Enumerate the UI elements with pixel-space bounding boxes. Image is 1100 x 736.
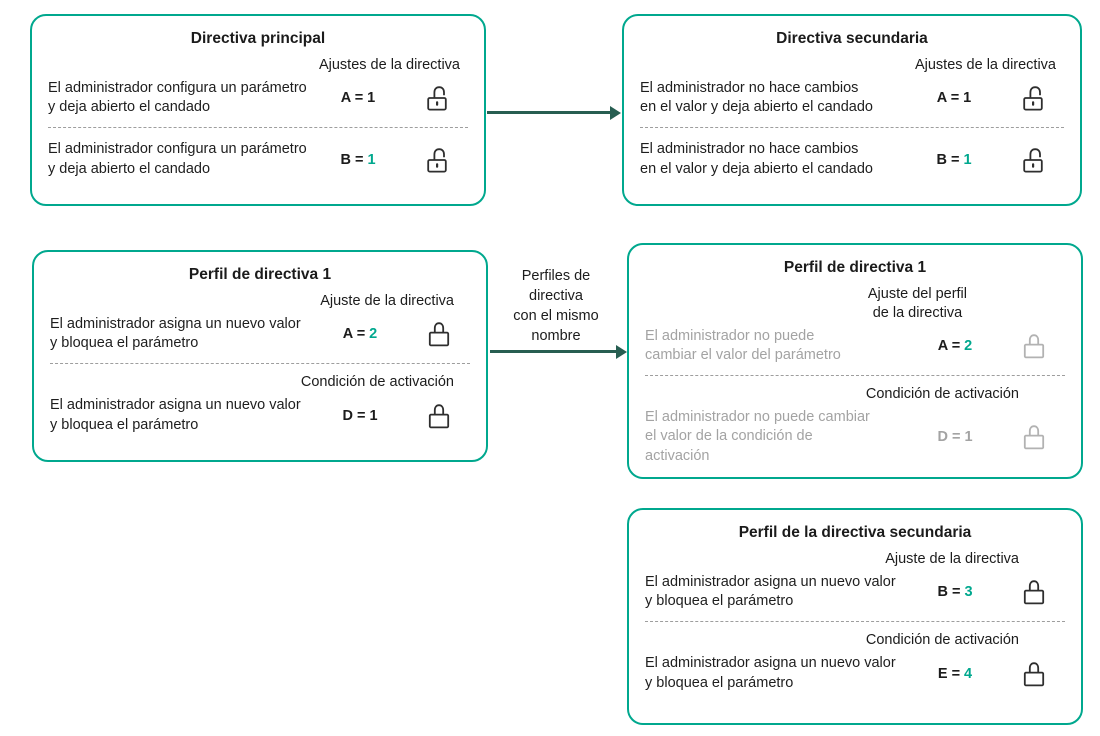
box-perfil-de-directiva-1-heredado: Perfil de directiva 1 Ajuste del perfil … xyxy=(627,243,1083,479)
param-number: 1 xyxy=(367,90,376,107)
setting-row: El administrador asigna un nuevo valor y… xyxy=(645,570,1065,621)
setting-row: El administrador no puede cambiar el val… xyxy=(645,324,1065,375)
section-header: Condición de activación xyxy=(300,374,454,391)
open-padlock-icon xyxy=(1023,86,1043,111)
padlock-icon xyxy=(406,84,468,112)
box-title: Directiva secundaria xyxy=(776,30,928,47)
box-title: Directiva principal xyxy=(190,30,326,47)
setting-value: A =1 xyxy=(906,90,1002,106)
dashed-divider xyxy=(640,127,1064,129)
open-padlock-icon xyxy=(1023,147,1043,173)
section-header: Condición de activación xyxy=(865,386,1019,403)
section-header: Ajustes de la directiva xyxy=(914,57,1056,73)
box-directiva-principal: Directiva principal Ajustes de la direct… xyxy=(30,14,486,206)
param-label: A = xyxy=(342,326,366,343)
box-directiva-secundaria: Directiva secundaria Ajustes de la direc… xyxy=(622,14,1082,206)
arrow-label: Perfiles de directiva con el mismo nombr… xyxy=(513,268,599,344)
setting-row: El administrador asigna un nuevo valor y… xyxy=(50,312,470,363)
param-label: D = xyxy=(937,429,961,446)
setting-row: El administrador no hace cambios en el v… xyxy=(640,76,1064,127)
setting-value: B =3 xyxy=(907,584,1003,600)
setting-description: El administrador no hace cambios en el v… xyxy=(640,141,873,177)
padlock-icon xyxy=(1003,578,1065,606)
box-title: Perfil de la directiva secundaria xyxy=(738,524,972,541)
param-number: 1 xyxy=(964,429,973,446)
param-label: D = xyxy=(342,407,366,424)
param-number: 1 xyxy=(367,151,376,168)
closed-padlock-icon xyxy=(1023,334,1045,359)
section-header: Ajuste del perfil de la directiva xyxy=(867,286,967,321)
setting-row: El administrador configura un parámetro … xyxy=(48,76,468,127)
param-number: 1 xyxy=(963,90,972,107)
box-perfil-de-directiva-1: Perfil de directiva 1 Ajuste de la direc… xyxy=(32,250,488,462)
param-label: B = xyxy=(936,151,960,168)
setting-value: D =1 xyxy=(312,408,408,424)
arrow-profile-to-profile xyxy=(490,350,616,353)
param-label: A = xyxy=(936,90,960,107)
closed-padlock-icon xyxy=(1023,661,1045,686)
param-number: 2 xyxy=(964,337,973,354)
padlock-icon xyxy=(1002,84,1064,112)
setting-description: El administrador configura un parámetro … xyxy=(48,141,307,177)
closed-padlock-icon xyxy=(428,322,450,347)
setting-description: El administrador asigna un nuevo valor y… xyxy=(50,397,301,433)
setting-description: El administrador no puede cambiar el val… xyxy=(645,327,841,363)
section-header: Ajustes de la directiva xyxy=(318,57,460,73)
padlock-icon xyxy=(1003,332,1065,360)
dashed-divider xyxy=(50,363,470,365)
setting-description: El administrador configura un parámetro … xyxy=(48,79,307,116)
padlock-icon xyxy=(1002,146,1064,174)
setting-description: El administrador asigna un nuevo valor y… xyxy=(50,315,301,352)
padlock-icon xyxy=(408,402,470,430)
param-label: A = xyxy=(937,337,961,354)
dashed-divider xyxy=(645,621,1065,623)
section-header: Ajuste de la directiva xyxy=(320,293,454,309)
setting-row: El administrador asigna un nuevo valor y… xyxy=(50,393,470,444)
setting-row: El administrador configura un parámetro … xyxy=(48,137,468,188)
closed-padlock-icon xyxy=(1023,580,1045,605)
section-header: Ajuste de la directiva xyxy=(885,551,1019,567)
box-title: Perfil de directiva 1 xyxy=(783,259,927,276)
setting-value: A =1 xyxy=(310,90,406,106)
setting-value: E =4 xyxy=(907,666,1003,682)
param-label: B = xyxy=(340,151,364,168)
param-number: 1 xyxy=(963,151,972,168)
box-perfil-de-la-directiva-secundaria: Perfil de la directiva secundaria Ajuste… xyxy=(627,508,1083,725)
setting-description: El administrador asigna un nuevo valor y… xyxy=(645,655,896,691)
setting-row: El administrador asigna un nuevo valor y… xyxy=(645,651,1065,702)
open-padlock-icon xyxy=(427,147,447,173)
setting-row: El administrador no puede cambiar el val… xyxy=(645,405,1065,475)
setting-value: D =1 xyxy=(907,429,1003,445)
setting-description: El administrador no puede cambiar el val… xyxy=(645,409,870,464)
param-number: 4 xyxy=(964,665,973,682)
box-title: Perfil de directiva 1 xyxy=(188,266,332,283)
setting-description: El administrador asigna un nuevo valor y… xyxy=(645,573,896,610)
closed-padlock-icon xyxy=(1023,425,1045,450)
param-label: A = xyxy=(340,90,364,107)
param-label: E = xyxy=(937,665,961,682)
setting-row: El administrador no hace cambios en el v… xyxy=(640,137,1064,188)
param-label: B = xyxy=(937,584,961,601)
padlock-icon xyxy=(1003,423,1065,451)
param-number: 1 xyxy=(369,407,378,424)
param-number: 3 xyxy=(964,584,973,601)
closed-padlock-icon xyxy=(428,403,450,428)
open-padlock-icon xyxy=(427,86,447,111)
setting-value: A =2 xyxy=(907,338,1003,354)
dashed-divider xyxy=(645,375,1065,377)
arrow-main-to-secondary xyxy=(487,111,610,114)
dashed-divider xyxy=(48,127,468,129)
setting-value: A =2 xyxy=(312,326,408,342)
padlock-icon xyxy=(408,320,470,348)
setting-value: B =1 xyxy=(906,152,1002,168)
padlock-icon xyxy=(1003,660,1065,688)
section-header: Condición de activación xyxy=(865,632,1019,649)
param-number: 2 xyxy=(369,326,378,343)
padlock-icon xyxy=(406,146,468,174)
setting-description: El administrador no hace cambios en el v… xyxy=(640,79,873,116)
setting-value: B =1 xyxy=(310,152,406,168)
